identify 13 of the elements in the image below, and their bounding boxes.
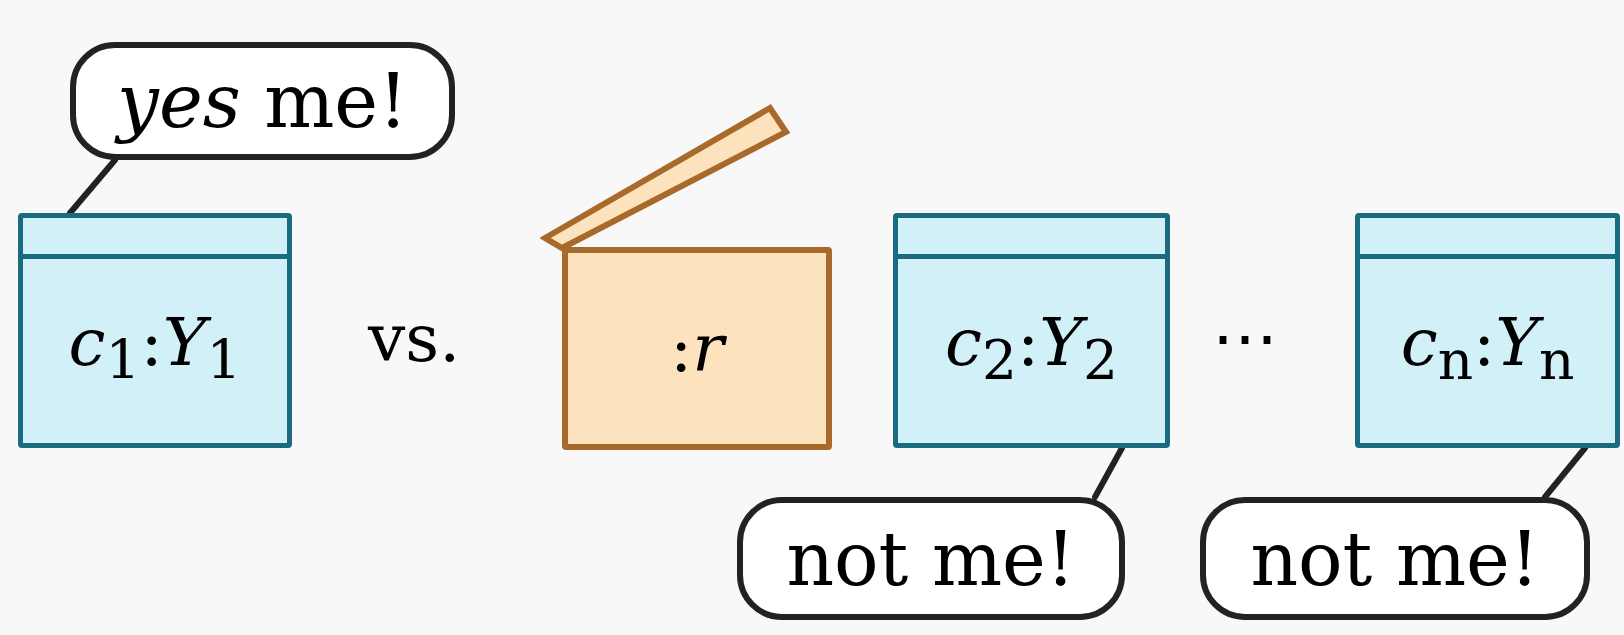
comparison-text: vs.: [368, 300, 461, 377]
speech-bubble: [70, 42, 455, 160]
object-label: c$_{2}$:Y$_{2}$: [945, 304, 1118, 393]
speech-text: not me!: [1250, 515, 1540, 602]
object-label: c$_{1}$:Y$_{1}$: [68, 304, 242, 393]
object-box: [1355, 213, 1620, 448]
speech-bubble: [1200, 497, 1590, 620]
ellipsis-text: ⋯: [1212, 300, 1278, 377]
speech-text: not me!: [786, 515, 1076, 602]
object-box: [18, 213, 292, 448]
object-box: [893, 213, 1170, 448]
speech-bubble: [737, 497, 1125, 620]
object-label: c$_{n}$:Y$_{n}$: [1400, 304, 1575, 393]
